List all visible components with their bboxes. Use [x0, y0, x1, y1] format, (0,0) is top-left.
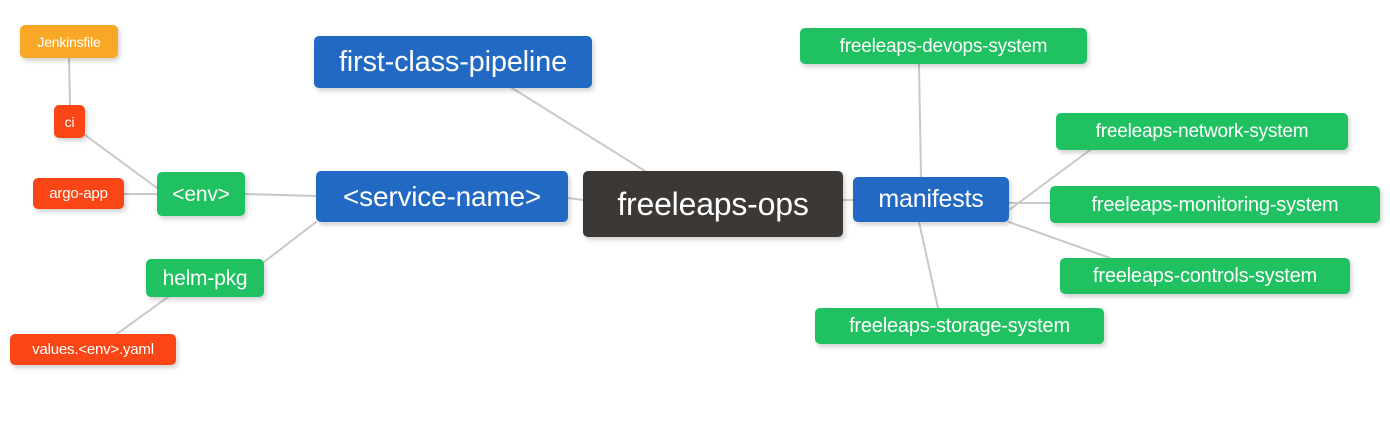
node-first-class-pipeline[interactable]: first-class-pipeline — [314, 36, 592, 88]
edge-first-class-pipeline-to-freeleaps-ops — [511, 87, 646, 172]
edge-manifests-to-freeleaps-controls-system — [1008, 221, 1111, 259]
node-label-values-env-yaml: values.<env>.yaml — [32, 341, 154, 358]
node-label-helm-pkg: helm-pkg — [162, 266, 248, 290]
edge-jenkinsfile-to-ci — [68, 57, 71, 106]
edge-manifests-to-freeleaps-storage-system — [918, 221, 939, 309]
edge-service-name-to-helm-pkg — [263, 221, 317, 263]
node-label-jenkinsfile: Jenkinsfile — [37, 33, 101, 50]
node-label-freeleaps-storage-system: freeleaps-storage-system — [849, 315, 1070, 337]
node-label-freeleaps-network-system: freeleaps-network-system — [1095, 121, 1309, 142]
node-freeleaps-network-system[interactable]: freeleaps-network-system — [1056, 113, 1348, 150]
node-helm-pkg[interactable]: helm-pkg — [146, 259, 264, 297]
node-label-service-name: <service-name> — [343, 180, 541, 212]
node-label-freeleaps-monitoring-system: freeleaps-monitoring-system — [1091, 193, 1339, 216]
node-manifests[interactable]: manifests — [853, 177, 1009, 222]
node-freeleaps-devops-system[interactable]: freeleaps-devops-system — [800, 28, 1087, 64]
node-label-freeleaps-ops: freeleaps-ops — [617, 186, 809, 222]
node-label-argo-app: argo-app — [49, 185, 108, 202]
node-label-freeleaps-devops-system: freeleaps-devops-system — [839, 35, 1048, 57]
node-argo-app[interactable]: argo-app — [33, 178, 124, 209]
node-label-freeleaps-controls-system: freeleaps-controls-system — [1093, 265, 1317, 287]
node-jenkinsfile[interactable]: Jenkinsfile — [20, 25, 118, 58]
node-freeleaps-monitoring-system[interactable]: freeleaps-monitoring-system — [1050, 186, 1380, 223]
edge-env-to-service-name — [244, 193, 317, 197]
node-freeleaps-ops[interactable]: freeleaps-ops — [583, 171, 843, 237]
edge-helm-pkg-to-values-env-yaml — [113, 296, 169, 337]
node-values-env-yaml[interactable]: values.<env>.yaml — [10, 334, 176, 365]
node-freeleaps-storage-system[interactable]: freeleaps-storage-system — [815, 308, 1104, 344]
node-ci[interactable]: ci — [54, 105, 85, 138]
edge-service-name-to-freeleaps-ops — [567, 197, 584, 201]
node-service-name[interactable]: <service-name> — [316, 171, 568, 222]
node-label-manifests: manifests — [878, 185, 984, 213]
node-freeleaps-controls-system[interactable]: freeleaps-controls-system — [1060, 258, 1350, 294]
edge-manifests-to-freeleaps-devops-system — [918, 63, 922, 178]
node-env[interactable]: <env> — [157, 172, 245, 216]
node-label-env: <env> — [172, 182, 230, 206]
node-label-first-class-pipeline: first-class-pipeline — [338, 45, 568, 78]
node-label-ci: ci — [64, 113, 75, 130]
